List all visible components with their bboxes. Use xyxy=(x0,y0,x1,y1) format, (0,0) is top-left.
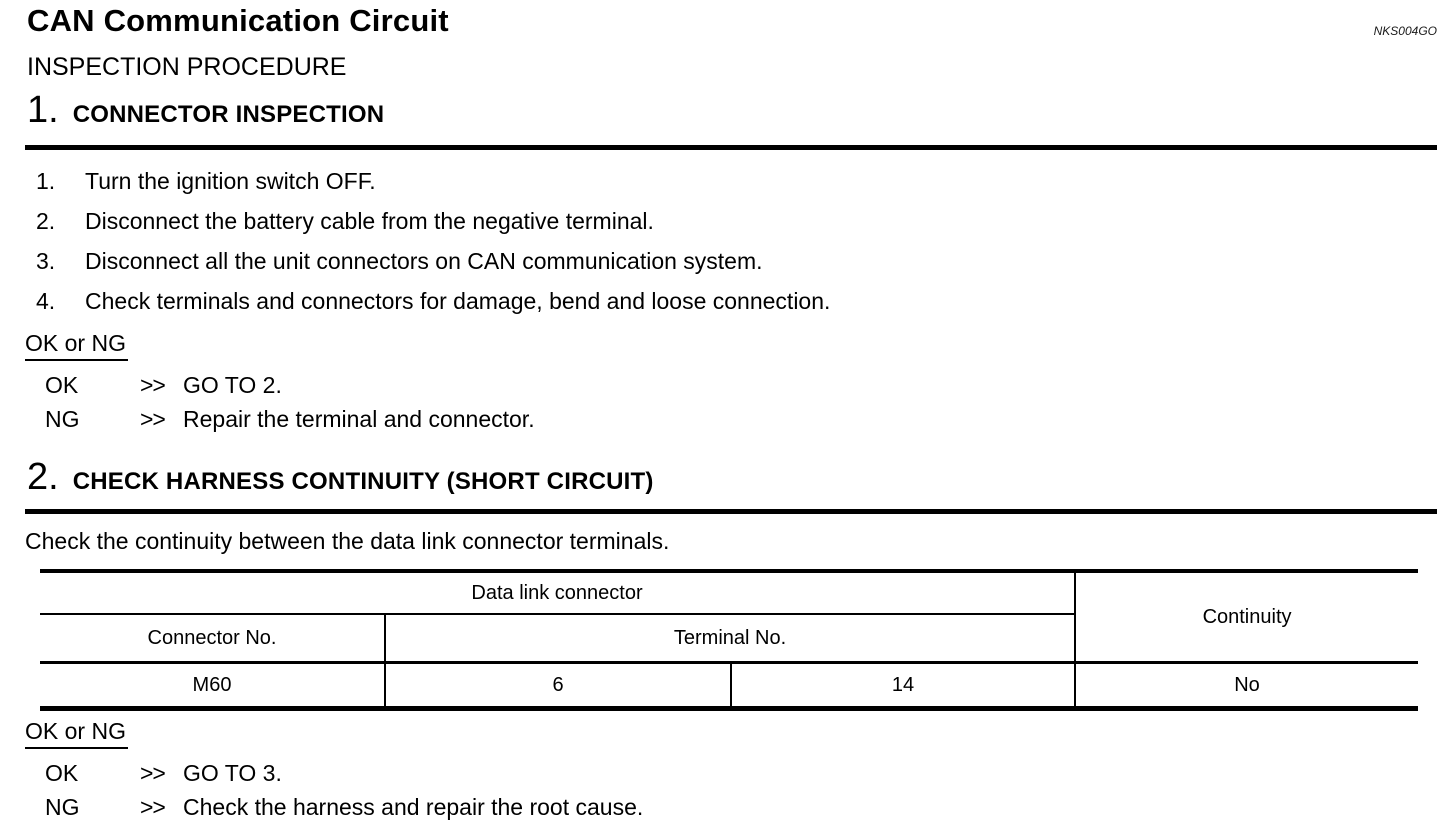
result-line-ok: OK >> GO TO 2. xyxy=(45,371,1437,399)
ok-or-ng-block: OK or NG xyxy=(25,717,1437,749)
instruction-text: Disconnect all the unit connectors on CA… xyxy=(85,248,763,274)
instruction-item: 4. Check terminals and connectors for da… xyxy=(36,287,1437,315)
result-line-ng: NG >> Repair the terminal and connector. xyxy=(45,405,1437,433)
result-line-ok: OK >> GO TO 3. xyxy=(45,759,1437,787)
result-label: NG xyxy=(45,406,80,432)
step-2-title: CHECK HARNESS CONTINUITY (SHORT CIRCUIT) xyxy=(72,468,654,495)
table-cell-terminal-a: 6 xyxy=(385,661,732,709)
section-divider xyxy=(25,145,1437,150)
instruction-item: 2. Disconnect the battery cable from the… xyxy=(36,207,1437,235)
ok-or-ng-label: OK or NG xyxy=(25,329,128,361)
continuity-table: Data link connector Continuity Connector… xyxy=(40,569,1419,711)
table-header-terminal-no: Terminal No. xyxy=(673,626,787,649)
result-action: GO TO 2. xyxy=(183,372,282,398)
table-cell-connector-no: M60 xyxy=(40,661,386,709)
continuity-check-intro: Check the continuity between the data li… xyxy=(25,528,670,554)
result-label: OK xyxy=(45,760,79,786)
instruction-text: Disconnect the battery cable from the ne… xyxy=(85,208,654,234)
step-2-number: 2. xyxy=(27,456,59,498)
instruction-text: Check terminals and connectors for damag… xyxy=(85,288,831,314)
table-cell-continuity: No xyxy=(1074,661,1419,709)
table-header-row-2: Connector No. Terminal No. xyxy=(40,614,1418,663)
instruction-number: 3. xyxy=(36,248,56,274)
instruction-item: 1. Turn the ignition switch OFF. xyxy=(36,167,1437,195)
instruction-number: 1. xyxy=(36,168,56,194)
table-data-row: M60 6 14 No xyxy=(40,661,1419,709)
page-title: CAN Communication Circuit xyxy=(27,3,449,38)
step-1-number: 1. xyxy=(27,89,59,131)
table-header-row-1: Data link connector Continuity xyxy=(40,571,1419,663)
table-header-connector-no: Connector No. xyxy=(40,614,386,663)
section-divider xyxy=(25,509,1437,514)
result-label: OK xyxy=(45,372,79,398)
doc-code: NKS004GO xyxy=(1373,24,1437,38)
step-2-heading: 2. CHECK HARNESS CONTINUITY (SHORT CIRCU… xyxy=(27,455,1437,499)
ok-or-ng-block: OK or NG xyxy=(25,329,1437,361)
instruction-list: 1. Turn the ignition switch OFF. 2. Disc… xyxy=(25,167,1437,315)
result-action: GO TO 3. xyxy=(183,760,282,786)
instruction-text: Turn the ignition switch OFF. xyxy=(85,168,376,194)
result-arrow: >> xyxy=(140,794,166,820)
section-subtitle: INSPECTION PROCEDURE xyxy=(27,53,347,81)
instruction-number: 2. xyxy=(36,208,56,234)
ok-or-ng-label: OK or NG xyxy=(25,717,128,749)
instruction-number: 4. xyxy=(36,288,56,314)
instruction-item: 3. Disconnect all the unit connectors on… xyxy=(36,247,1437,275)
result-line-ng: NG >> Check the harness and repair the r… xyxy=(45,793,1437,821)
result-arrow: >> xyxy=(140,406,166,432)
step-1-title: CONNECTOR INSPECTION xyxy=(72,101,385,128)
table-cell-terminal-b: 14 xyxy=(731,661,1076,709)
table-group-header-data-link-connector: Data link connector xyxy=(40,571,1076,615)
result-action: Repair the terminal and connector. xyxy=(183,406,535,432)
result-label: NG xyxy=(45,794,80,820)
result-action: Check the harness and repair the root ca… xyxy=(183,794,644,820)
table-header-continuity: Continuity xyxy=(1074,571,1419,663)
result-arrow: >> xyxy=(140,372,166,398)
step-1-heading: 1. CONNECTOR INSPECTION xyxy=(27,88,1437,132)
result-arrow: >> xyxy=(140,760,166,786)
